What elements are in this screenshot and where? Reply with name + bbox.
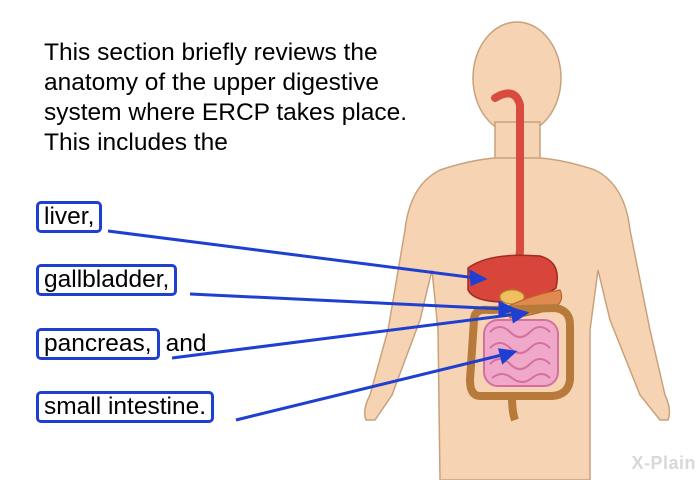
label-liver: liver, xyxy=(36,201,102,233)
label-gallbladder: gallbladder, xyxy=(36,264,177,296)
label-box-liver: liver, xyxy=(36,201,102,233)
label-box-small-intestine: small intestine. xyxy=(36,391,214,423)
label-pancreas: pancreas,and xyxy=(36,328,207,360)
label-small-intestine: small intestine. xyxy=(36,391,214,423)
xplain-watermark: X-Plain xyxy=(631,453,696,474)
label-pancreas-suffix: and xyxy=(160,330,207,357)
small-intestine xyxy=(484,320,558,386)
intro-text: This section briefly reviews the anatomy… xyxy=(44,38,444,158)
label-box-pancreas: pancreas, xyxy=(36,328,160,360)
label-box-gallbladder: gallbladder, xyxy=(36,264,177,296)
